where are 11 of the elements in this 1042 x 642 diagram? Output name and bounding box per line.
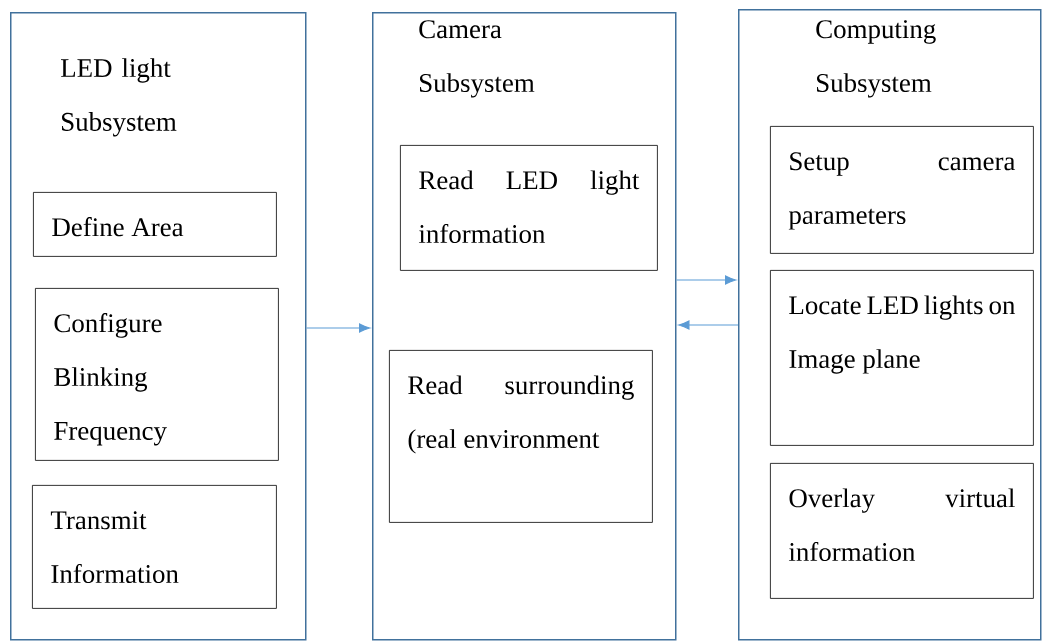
arrow	[305, 323, 371, 333]
process-box: Setup camera parameters	[770, 126, 1034, 254]
process-box: Configure Blinking Frequency	[35, 288, 279, 461]
process-box: Overlay virtual information	[770, 463, 1034, 599]
arrow	[678, 320, 739, 330]
process-box: Read LED light information	[400, 145, 658, 271]
process-box: Read surrounding (real environment	[389, 350, 653, 523]
arrow	[675, 275, 737, 285]
process-box: Transmit Information	[32, 485, 277, 609]
process-box: Locate LED lights on Image plane	[770, 270, 1034, 446]
process-box: Define Area	[33, 192, 277, 257]
